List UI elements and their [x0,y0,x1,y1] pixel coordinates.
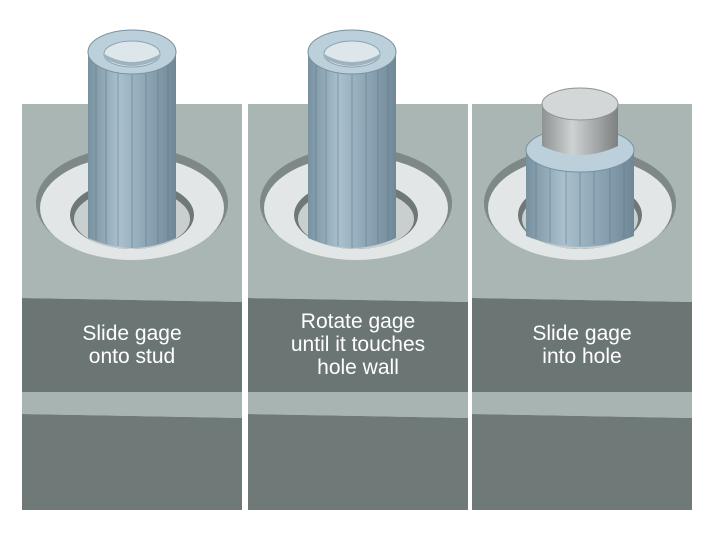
step-3-caption: Slide gage into hole [532,322,632,368]
step-1-illustration [22,0,242,540]
step-2-illustration [248,0,468,540]
step-panel-2: Rotate gage until it touches hole wall [248,0,468,540]
step-3-illustration [472,0,692,540]
step-2-caption: Rotate gage until it touches hole wall [290,310,426,379]
step-panel-1: Slide gage onto stud [22,0,242,540]
step-1-caption: Slide gage onto stud [82,322,182,368]
step-panel-3: Slide gage into hole [472,0,692,540]
